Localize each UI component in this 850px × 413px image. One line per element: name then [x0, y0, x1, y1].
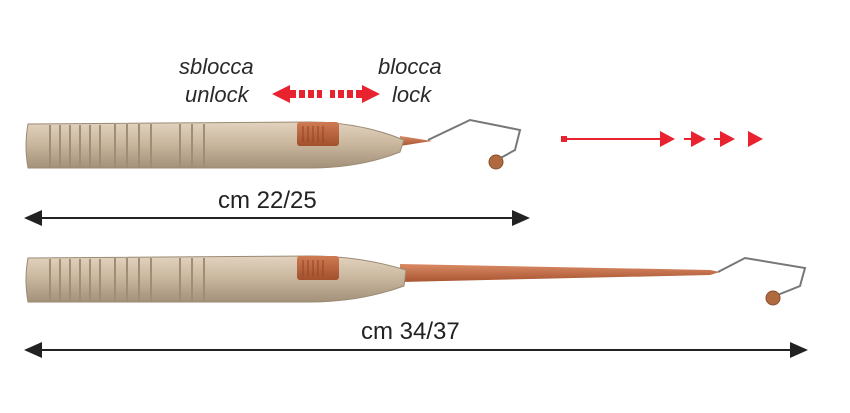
long-rod: [400, 264, 720, 282]
unlock-direction-arrow: [272, 85, 322, 103]
short-handle: [25, 121, 405, 169]
unlock-label-italian: sblocca: [179, 54, 254, 79]
lock-direction-arrow: [330, 85, 380, 103]
dimension-label-long: cm 34/37: [361, 318, 460, 345]
long-handle: [25, 255, 407, 303]
tool-long: [25, 255, 807, 306]
lock-label-italian: blocca: [378, 54, 442, 79]
short-wire-hook: [427, 118, 522, 161]
lock-label-english: lock: [392, 82, 432, 107]
dimension-line-long: [24, 342, 808, 358]
long-tip-ball: [765, 290, 781, 306]
tool-short: [25, 118, 522, 170]
extension-arrow: [561, 131, 763, 147]
dimension-label-short: cm 22/25: [218, 187, 317, 214]
short-tip-ball: [488, 154, 504, 170]
long-wire-hook: [717, 256, 807, 297]
dimension-line-short: [24, 210, 530, 226]
unlock-label-english: unlock: [185, 82, 249, 107]
